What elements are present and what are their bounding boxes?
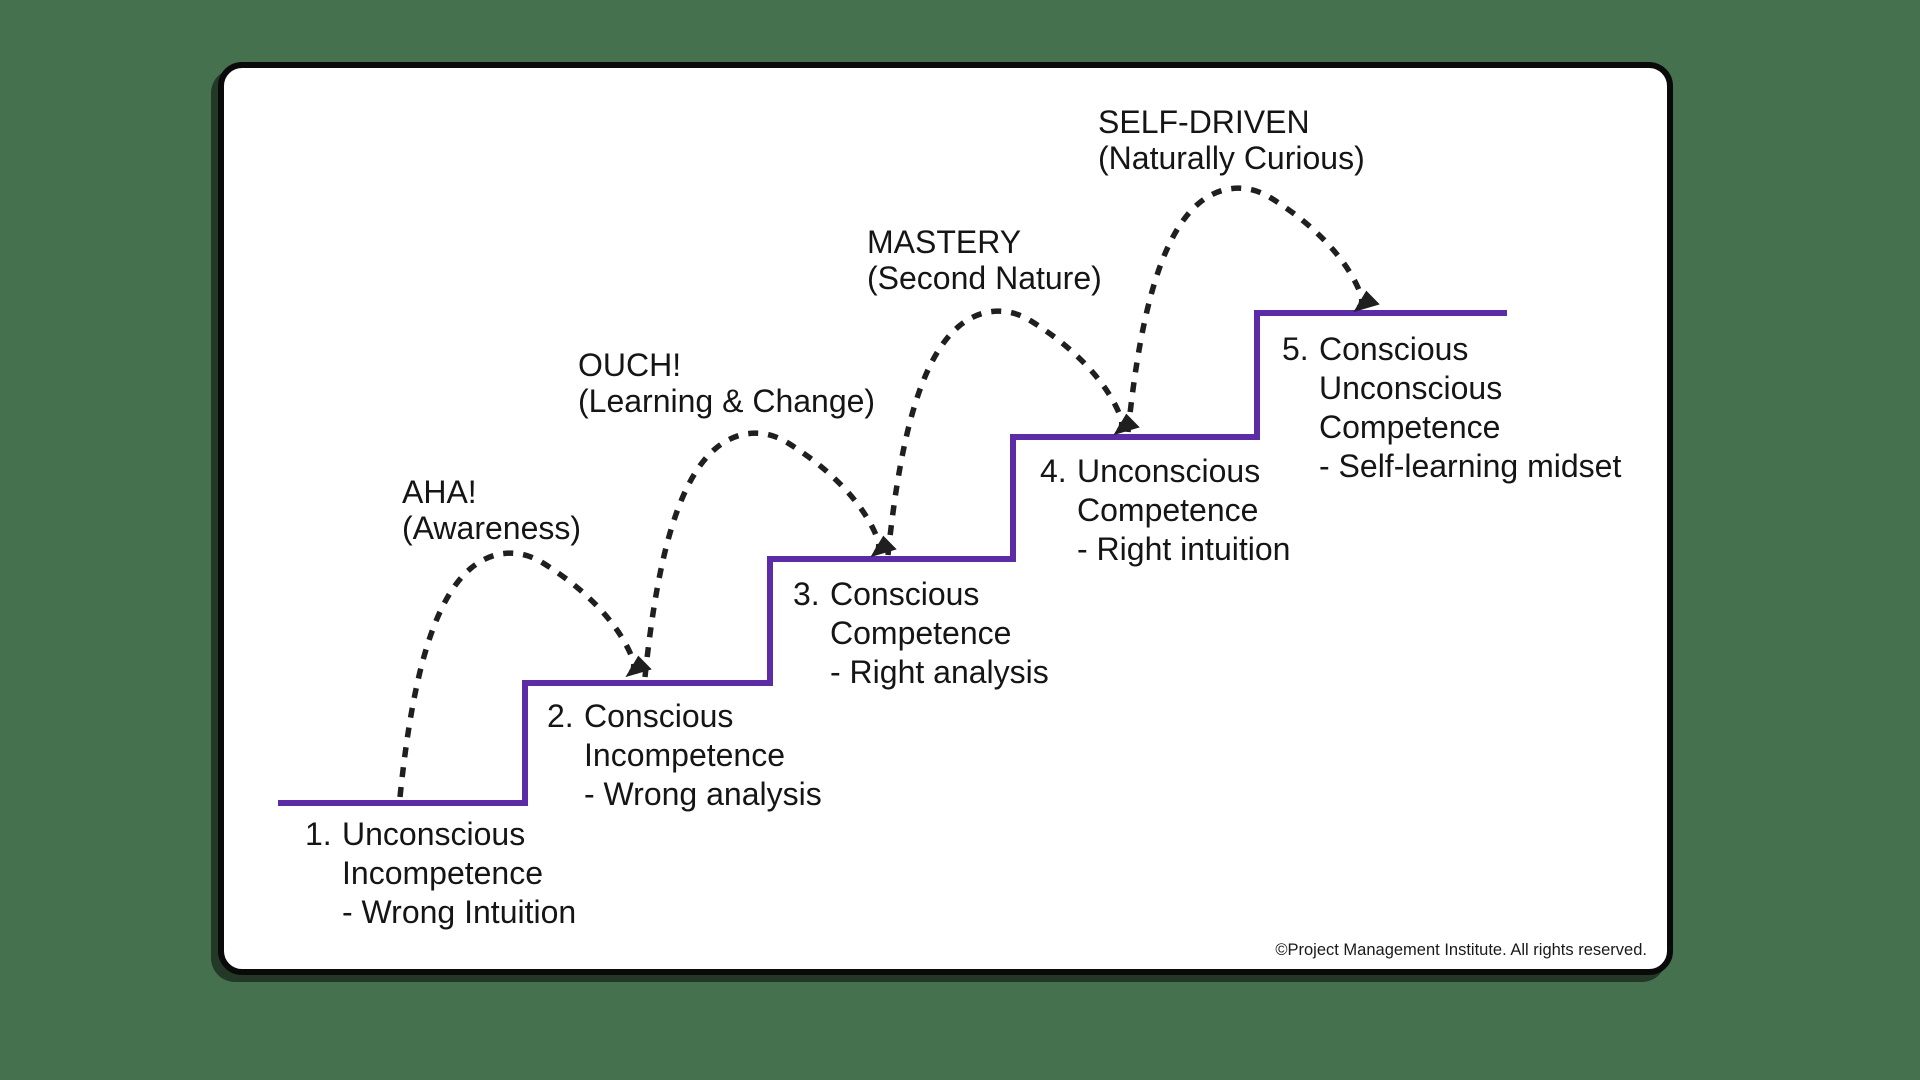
label-mastery: MASTERY (Second Nature) [867,224,1102,296]
label-aha: AHA! (Awareness) [402,474,581,546]
step-5-line-4: - Self-learning midset [1319,448,1622,484]
step-2-line-2: Incompetence [584,737,786,773]
label-mastery-subtitle: (Second Nature) [867,260,1102,296]
label-self-driven: SELF-DRIVEN (Naturally Curious) [1098,104,1365,176]
step-2-line-1: 2. Conscious [547,697,822,736]
step-4-line-2: Competence [1077,492,1259,528]
label-ouch: OUCH! (Learning & Change) [578,347,875,419]
step-2-number: 2. [547,698,574,734]
step-4-text: 4. Unconscious Competence - Right intuiti… [1040,452,1290,569]
step-1-title: Unconscious [342,816,526,852]
label-mastery-title: MASTERY [867,224,1022,260]
staircase-line [278,310,1507,806]
step-2-text: 2. Conscious Incompetence - Wrong analysi… [547,697,822,814]
step-1-line-3: - Wrong Intuition [342,894,577,930]
step-3-line-3: - Right analysis [830,654,1049,690]
step-3-text: 3. Conscious Competence - Right analysis [793,575,1049,692]
step-4-line-3: - Right intuition [1077,531,1291,567]
step-1-number: 1. [305,816,332,852]
step-5-line-3: Competence [1319,409,1501,445]
label-self-driven-subtitle: (Naturally Curious) [1098,140,1365,176]
step-3-number: 3. [793,576,820,612]
step-3-line-2: Competence [830,615,1012,651]
step-4-line-1: 4. Unconscious [1040,452,1290,491]
diagram-card [218,62,1673,975]
step-3-title: Conscious [830,576,980,612]
label-aha-title: AHA! [402,474,477,510]
copyright-text: ©Project Management Institute. All right… [1275,941,1647,959]
label-aha-subtitle: (Awareness) [402,510,582,546]
step-4-title: Unconscious [1077,453,1261,489]
step-2-line-3: - Wrong analysis [584,776,822,812]
step-2-title: Conscious [584,698,734,734]
step-1-text: 1. Unconscious Incompetence - Wrong Intui… [305,815,576,932]
step-1-line-1: 1. Unconscious [305,815,576,854]
step-3-line-1: 3. Conscious [793,575,1049,614]
step-5-number: 5. [1282,331,1309,367]
step-4-number: 4. [1040,453,1067,489]
step-5-line-2: Unconscious [1319,370,1503,406]
step-5-text: 5. Conscious Unconscious Competence - Sel… [1282,330,1621,486]
label-self-driven-title: SELF-DRIVEN [1098,104,1310,140]
step-5-title: Conscious [1319,331,1469,367]
label-ouch-subtitle: (Learning & Change) [578,383,876,419]
step-1-line-2: Incompetence [342,855,544,891]
step-5-line-1: 5. Conscious [1282,330,1621,369]
label-ouch-title: OUCH! [578,347,682,383]
